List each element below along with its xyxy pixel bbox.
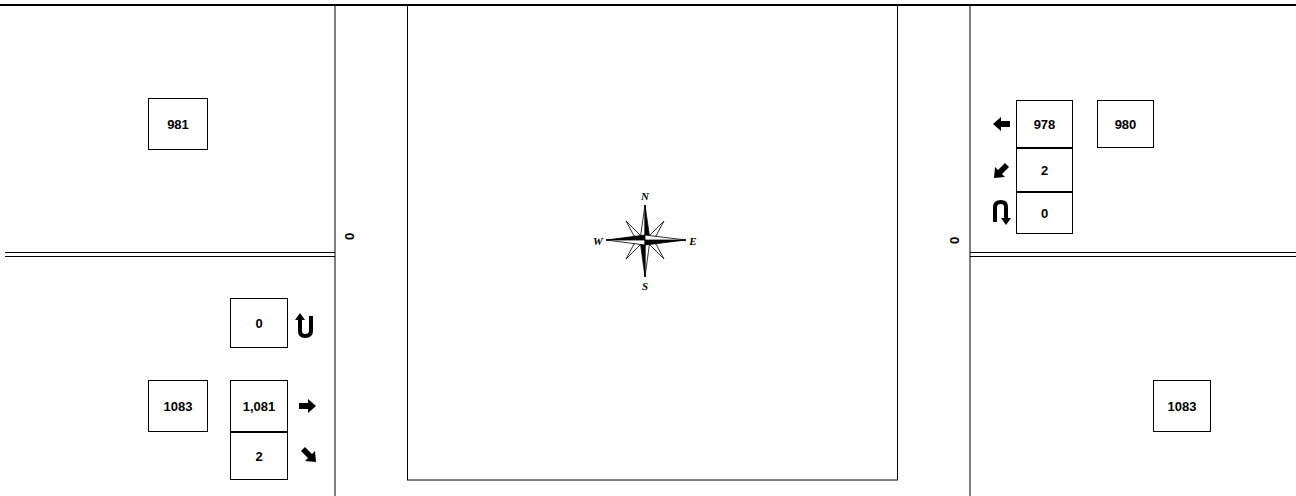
movement-arrows — [295, 117, 1011, 462]
approach-total: 0 — [947, 236, 962, 243]
count-value: 0 — [1041, 206, 1048, 221]
left-turn-arrow — [994, 163, 1009, 178]
road-edge — [970, 5, 971, 496]
count-box: 978 — [1016, 100, 1073, 148]
count-box: 1083 — [148, 380, 208, 432]
u-turn-arrow — [993, 200, 1011, 225]
count-value: 980 — [1115, 117, 1137, 132]
road-edge — [335, 5, 336, 496]
through-arrow — [299, 399, 316, 413]
count-box: 0 — [230, 298, 288, 348]
intersection-box — [408, 5, 898, 480]
median-line — [5, 256, 335, 257]
approach-total: 0 — [342, 232, 357, 239]
count-value: 1083 — [1168, 399, 1197, 414]
right-turn-arrow — [301, 447, 316, 462]
median-line — [970, 252, 1296, 253]
median-line — [5, 252, 335, 253]
count-box: 2 — [230, 432, 288, 480]
compass-letter: E — [689, 235, 696, 247]
count-value: 1,081 — [243, 399, 276, 414]
compass-letter: N — [641, 190, 649, 202]
compass-rose — [606, 205, 686, 277]
u-turn-arrow — [295, 313, 313, 338]
count-value: 2 — [1041, 163, 1048, 178]
through-arrow — [993, 117, 1010, 131]
count-value: 2 — [255, 449, 262, 464]
median-line — [970, 256, 1296, 257]
count-value: 0 — [255, 316, 262, 331]
compass-letter: S — [642, 280, 648, 292]
count-box: 980 — [1097, 100, 1154, 148]
count-value: 1083 — [164, 399, 193, 414]
count-box: 981 — [148, 98, 208, 150]
compass-letter: W — [593, 235, 603, 247]
count-box: 1083 — [1153, 380, 1211, 432]
count-value: 978 — [1034, 117, 1056, 132]
count-box: 0 — [1016, 192, 1073, 234]
count-value: 981 — [167, 117, 189, 132]
count-box: 2 — [1016, 148, 1073, 192]
count-box: 1,081 — [230, 380, 288, 432]
